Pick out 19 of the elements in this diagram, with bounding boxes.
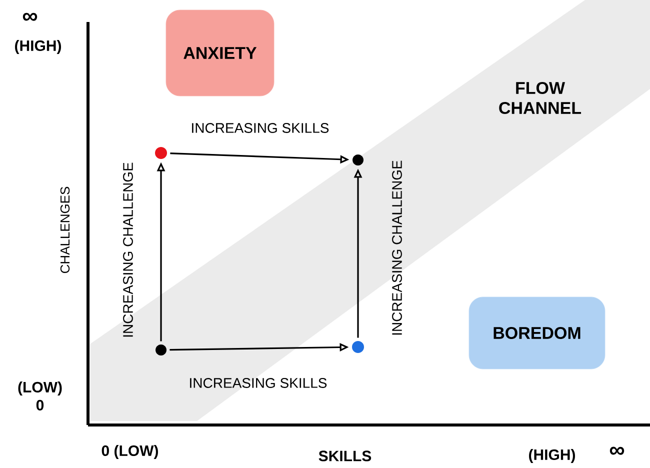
state-box: BOREDOM (468, 296, 606, 370)
dot (155, 147, 167, 159)
dot (156, 344, 166, 356)
axis-label: CHALLENGES (60, 186, 70, 274)
axis-label: 0 (LOW) (102, 445, 158, 459)
edge-label: INCREASING SKILLS (192, 123, 329, 133)
edge-label: INCREASING CHALLENGE (123, 162, 133, 337)
axis-label: (HIGH) (529, 449, 575, 463)
axis-label: (LOW) 0 (18, 381, 62, 410)
axis-label: ∞ (610, 446, 624, 455)
axis-label: ∞ (22, 12, 38, 21)
dot (352, 340, 364, 353)
region-label: FLOW CHANNEL (499, 82, 582, 114)
dot (352, 154, 364, 166)
edge-label: INCREASING CHALLENGE (392, 160, 402, 335)
edge-label: INCREASING SKILLS (190, 378, 327, 388)
axis-label: SKILLS (318, 450, 372, 462)
axis-label: (HIGH) (15, 40, 61, 54)
state-box: ANXIETY (166, 10, 274, 96)
